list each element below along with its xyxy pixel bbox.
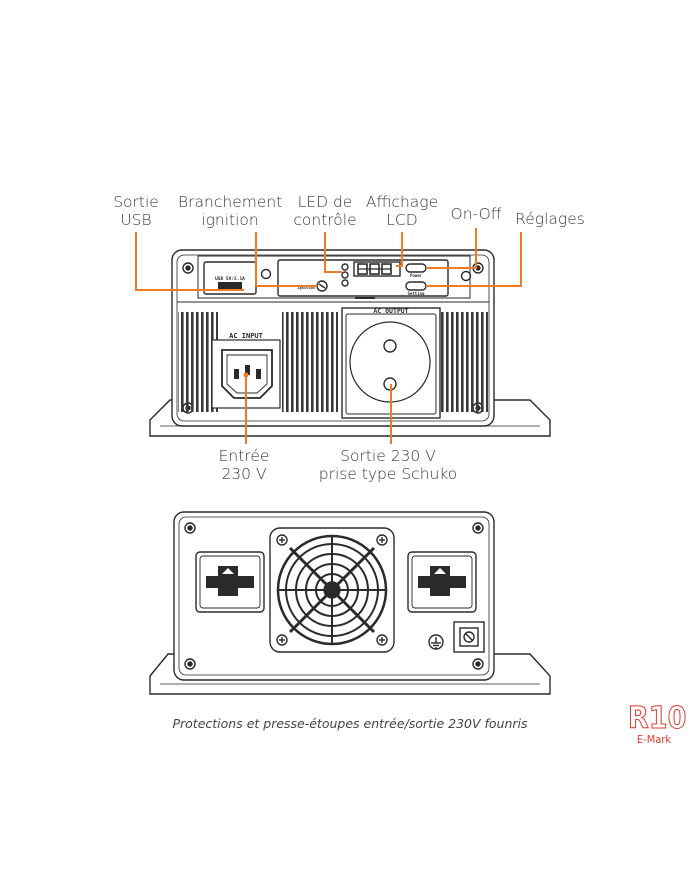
label-settings: Réglages [515, 210, 585, 228]
label-ac-input: Entrée 230 V [218, 447, 270, 483]
label-control-led: LED de contrôle [293, 193, 357, 229]
label-lcd-display: Affichage LCD [365, 193, 439, 229]
label-ignition: Branchement ignition [178, 193, 283, 229]
label-usb-output: Sortie USB [113, 193, 159, 229]
terminal-left [195, 551, 265, 613]
ac-output-text: AC OUTPUT [373, 307, 408, 315]
ignition-text: Ignition [297, 286, 314, 290]
setting-text: Setting [408, 291, 425, 296]
usb-port-text: USB 5V/2.1A [215, 276, 245, 282]
brand-logo: R10 E-Mark [628, 701, 687, 746]
caption: Protections et presse-étoupes entrée/sor… [172, 716, 528, 731]
ac-input-text: AC INPUT [229, 332, 263, 340]
leader-onoff [426, 228, 477, 269]
leader-lcd [396, 232, 403, 267]
terminal-right [407, 551, 477, 613]
logo-main: R10 [628, 701, 687, 736]
label-on-off: On-Off [450, 205, 502, 223]
ground-terminal [428, 621, 485, 653]
led-indicators [341, 263, 349, 287]
leader-ignition [255, 232, 317, 287]
leader-usb [135, 232, 244, 291]
leader-lines [135, 228, 522, 444]
front-view [149, 249, 551, 437]
power-text: Power [410, 273, 423, 278]
front-panel-text: AC INPUT AC OUTPUT USB 5V/2.1A Power Set… [215, 273, 425, 340]
leader-settings [426, 232, 522, 287]
leader-led [324, 232, 342, 273]
label-schuko-output: Sortie 230 V prise type Schuko [318, 447, 458, 483]
cooling-fan [269, 527, 395, 653]
logo-sub: E-Mark [636, 733, 672, 746]
lcd-display [353, 261, 401, 277]
back-view [149, 511, 551, 695]
